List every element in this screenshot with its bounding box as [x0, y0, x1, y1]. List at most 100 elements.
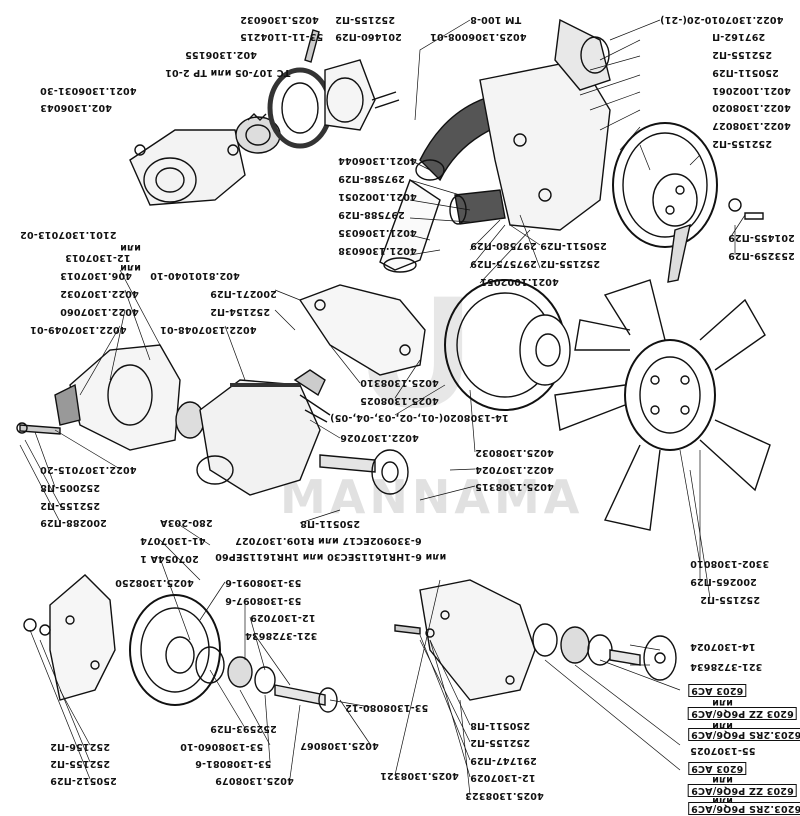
label-200288-p29: 200288-П29	[40, 517, 107, 528]
label-4025-1308079: 4025.1308079	[215, 775, 294, 786]
label-4021-1306035: 4021.1306035	[338, 227, 417, 238]
label-tm100-8: TM 100-8	[470, 14, 522, 25]
tensioner-bracket	[49, 574, 116, 701]
label-252005-p8: 252005-П8	[40, 482, 100, 493]
label-53-1308080: 53-1308080-12	[345, 702, 429, 713]
pump-cover-left	[54, 344, 181, 451]
label-4022-1307060: 4022.1307060	[60, 306, 139, 317]
label-4025-1308315: 4025.1308315	[475, 481, 554, 492]
label-252155-p2-h: 252155-П2	[470, 737, 530, 748]
label-4022-1307049: 4022.1307049-01	[30, 324, 127, 335]
label-6203-2rs-a: 6203.2RS P6Q6/AC9	[688, 728, 800, 741]
label-297588-p29-b: 297588-П29	[338, 209, 405, 220]
label-6203zz-a: 6203 ZZ P6Q6/AC9	[688, 707, 797, 720]
label-252155-p2-a: 252155-П2	[335, 14, 395, 25]
label-250511-p8-b: 250511-П8	[470, 720, 530, 731]
leader-lines	[19, 19, 746, 796]
label-6203-ac9-a: 6203 АС9	[688, 684, 747, 697]
fan-hub-pulley	[444, 279, 571, 411]
label-253259-p29: 253259-П29	[728, 250, 795, 261]
thermostat-gasket	[267, 67, 333, 149]
drive-belt-tab	[667, 223, 691, 283]
label-200265-p29: 200265-П29	[690, 576, 757, 587]
stud-bolt-left	[16, 422, 61, 435]
label-6-330902ec17: 6-330902EC17 или R109.1307027	[235, 535, 422, 546]
label-4021-1306044: 4021.1306044	[338, 155, 417, 166]
fan-bracket-housing	[298, 284, 426, 376]
label-250511-p8-a: 250511-П8	[300, 518, 360, 529]
label-41-1307074: 41-1307074	[140, 535, 206, 546]
label-291747-p29: 291747-П29	[470, 755, 537, 766]
fan-impeller	[554, 279, 771, 531]
bearing-set-left	[195, 646, 338, 713]
label-280-203a: 280-203А	[160, 517, 213, 528]
label-14-1308020: 14-1308020(-01,-02,-03,-04,-05)	[330, 412, 509, 423]
pump-shaft	[319, 449, 409, 495]
label-4021-1002051-a: 4021.1002051	[338, 191, 417, 202]
label-297162-p: 297162-П	[712, 31, 766, 42]
coolant-hose-lower	[449, 189, 506, 225]
label-4022-1308027: 4022.1308027	[712, 120, 791, 131]
label-4021-1002061: 4021.1002061	[712, 85, 791, 96]
label-297588-p29-a: 297588-П29	[338, 173, 405, 184]
label-4021-1306031: 4021.1306031-30	[40, 85, 137, 96]
label-4025-1308323: 4025.1308323	[465, 790, 544, 801]
label-2101-1307013: 2101.1307013-02	[20, 229, 117, 240]
label-4025-1308310: 4025.1308310	[360, 377, 439, 388]
pump-body-left	[196, 379, 321, 496]
label-250511-p29-b: 250511-П29	[540, 240, 607, 251]
label-252155-p2-b: 252155-П2	[712, 49, 772, 60]
pump-seal	[175, 401, 205, 439]
label-297575-p29: 297575-П29	[470, 258, 537, 269]
label-201460-p29: 201460-П29	[335, 31, 402, 42]
label-252155-p2-c: 252155-П2	[712, 138, 772, 149]
label-12-1307029-b: 12-1307029	[470, 772, 536, 783]
label-250511-p29-a: 250511-П29	[712, 67, 779, 78]
label-4025-1306008: 4025.1306008-01	[430, 31, 527, 42]
label-4025-1308067: 4025.1308067	[300, 740, 379, 751]
label-53-11-1104215: 53-11-1104215	[240, 31, 324, 42]
label-6203zz-b: 6203 ZZ P6Q6/AC9	[688, 784, 797, 797]
nut-washer-left	[23, 618, 51, 636]
pump-pulley-top	[612, 122, 718, 248]
label-4022-1307024: 4022.1307024	[475, 464, 554, 475]
label-252155-p2-d: 252155-П2	[540, 258, 600, 269]
label-53-1308060: 53-1308060-10	[180, 741, 264, 752]
label-297580-p29: 297580-П29	[470, 240, 537, 251]
label-201455-p29: 201455-П29	[728, 232, 795, 243]
label-252593-p29: 252593-П29	[210, 723, 277, 734]
label-53-1308097: 53-1308097-6	[225, 595, 302, 606]
label-14-1307024: 14-1307024	[690, 641, 756, 652]
label-4025-1308025: 4025.1308025	[360, 395, 439, 406]
water-pump-body-top	[479, 18, 611, 231]
label-53-1308081: 53-1308081-6	[195, 758, 272, 769]
label-402-1306155: 402.1306155	[185, 49, 257, 60]
bolt-washer-right	[728, 198, 764, 220]
label-252154-p2: 252154-П2	[210, 306, 270, 317]
label-200271-p29: 200271-П29	[210, 288, 277, 299]
label-402-1306043: 402.1306043	[40, 102, 112, 113]
label-252155-p2-e: 252155-П2	[40, 500, 100, 511]
stud-bolt-right	[394, 624, 435, 638]
label-250512-p29: 250512-П29	[50, 775, 117, 786]
label-4021-1002051-b: 4021.1002051	[480, 276, 559, 287]
label-4025-1308032: 4025.1308032	[475, 447, 554, 458]
label-406-1307013: 406.1307013	[60, 270, 132, 281]
t-fitting	[293, 369, 331, 423]
bearing-set-right	[532, 623, 677, 681]
label-4025-1306032: 4025.1306032	[240, 14, 319, 25]
label-321-3728634-b: 321-3728634	[690, 661, 763, 672]
label-4022-1307032: 4022.1307032	[60, 288, 139, 299]
label-12-1307029-a: 12-1307029	[250, 612, 316, 623]
label-4022-1307010: 4022.1307010-20(-21)	[660, 14, 784, 25]
label-4022-1308020: 4022.1308020	[712, 102, 791, 113]
label-4022-1307026: 4022.1307026	[340, 432, 419, 443]
thermostat-cover	[304, 29, 400, 131]
label-402-8101040: 402.8101040-10	[150, 270, 240, 281]
label-321-3728634-a: 321-3728634	[245, 630, 318, 641]
watermark-brand: MANNAMA	[280, 470, 584, 524]
label-4025-1308321: 4025.1308321	[380, 770, 459, 781]
label-4021-1306038: 4021.1306038	[338, 245, 417, 256]
